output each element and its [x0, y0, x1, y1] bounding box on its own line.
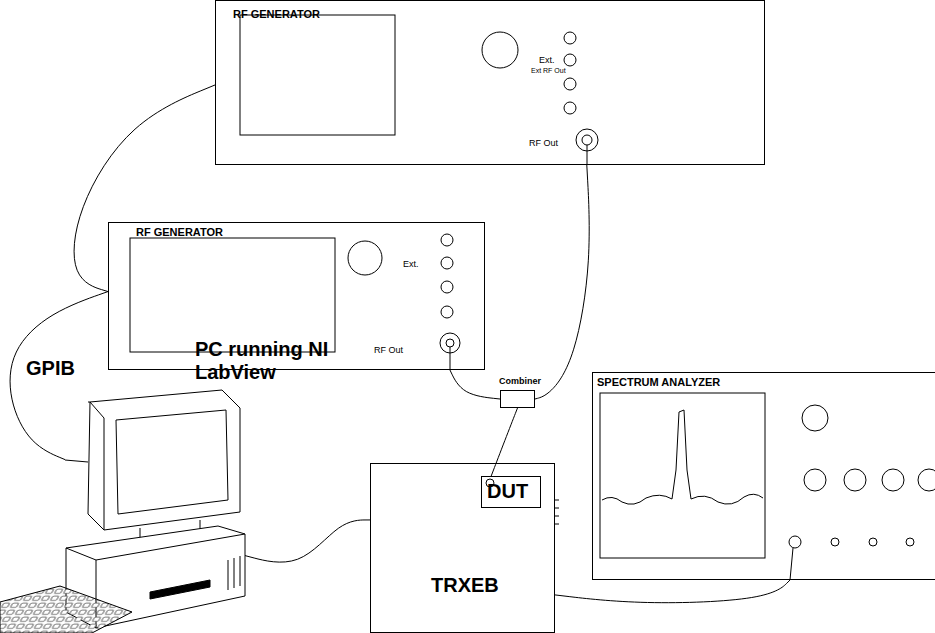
pc-monitor-edge	[88, 402, 104, 530]
pc-monitor-screen	[116, 410, 228, 514]
pc-vent	[228, 556, 240, 590]
rf-generator: RF GENERATOR Ext. Ext RF Out RF Out	[215, 0, 765, 165]
header-pins	[555, 500, 559, 524]
analyzer-button	[918, 469, 935, 491]
cable-stub	[65, 460, 88, 462]
cable	[450, 370, 500, 399]
pc-drive-slot	[150, 580, 210, 599]
analyzer-jack	[906, 538, 914, 546]
analyzer-knob	[802, 405, 828, 431]
node-title: SPECTRUM ANALYZER	[597, 376, 720, 389]
spectrum-trace	[602, 410, 763, 504]
node-title: RF GENERATOR	[233, 8, 320, 21]
combiner-box: Combiner	[500, 390, 535, 408]
generator-screen	[130, 238, 335, 352]
generator-jack	[564, 78, 576, 90]
rf-out-jack-center	[446, 339, 454, 347]
cable	[74, 85, 215, 292]
port-label: Ext.	[539, 55, 555, 65]
generator-jack	[564, 32, 576, 44]
pc-monitor	[88, 390, 240, 530]
generator-jack	[441, 257, 453, 269]
analyzer-button	[804, 469, 826, 491]
generator-knob	[348, 241, 382, 275]
dut-box: DUT	[481, 476, 541, 508]
rf-out-jack-center	[582, 135, 592, 145]
port-label: RF Out	[529, 138, 558, 148]
cable	[245, 520, 370, 562]
port-label: Ext RF Out	[531, 67, 566, 75]
analyzer-button	[844, 469, 866, 491]
generator-jack	[441, 234, 453, 246]
analyzer-jack	[869, 538, 877, 546]
port-label: RF Out	[374, 345, 403, 355]
drawing-part	[0, 15, 935, 633]
port-label: Ext.	[403, 259, 419, 269]
analyzer-screen	[600, 393, 765, 558]
cable	[491, 408, 517, 476]
cable	[10, 292, 108, 460]
trxeb-board: TRXEB DUT	[370, 463, 555, 633]
node-title: RF GENERATOR	[136, 226, 223, 239]
generator-jack	[564, 54, 576, 66]
cable-stub	[790, 548, 793, 580]
generator-knob	[482, 32, 518, 68]
analyzer-input-jack	[789, 536, 801, 548]
generator-jack	[441, 306, 453, 318]
node-title: PC running NI LabView	[195, 338, 345, 384]
generator-jack	[441, 281, 453, 293]
spectrum-analyzer: SPECTRUM ANALYZER	[592, 372, 935, 580]
cable	[535, 165, 589, 399]
generator-screen	[240, 15, 395, 135]
analyzer-button	[882, 469, 904, 491]
generator-jack	[564, 102, 576, 114]
node-title: DUT	[487, 480, 528, 503]
node-title: Combiner	[499, 376, 541, 386]
cable	[555, 580, 790, 603]
node-title: TRXEB	[431, 574, 499, 597]
pc-keyboard	[0, 586, 132, 633]
analyzer-jack	[831, 538, 839, 546]
cable-stub	[450, 347, 451, 370]
cable-stub	[587, 145, 588, 165]
pc-workstation: PC running NI LabView	[65, 390, 245, 630]
cable-label: GPIB	[24, 357, 77, 380]
